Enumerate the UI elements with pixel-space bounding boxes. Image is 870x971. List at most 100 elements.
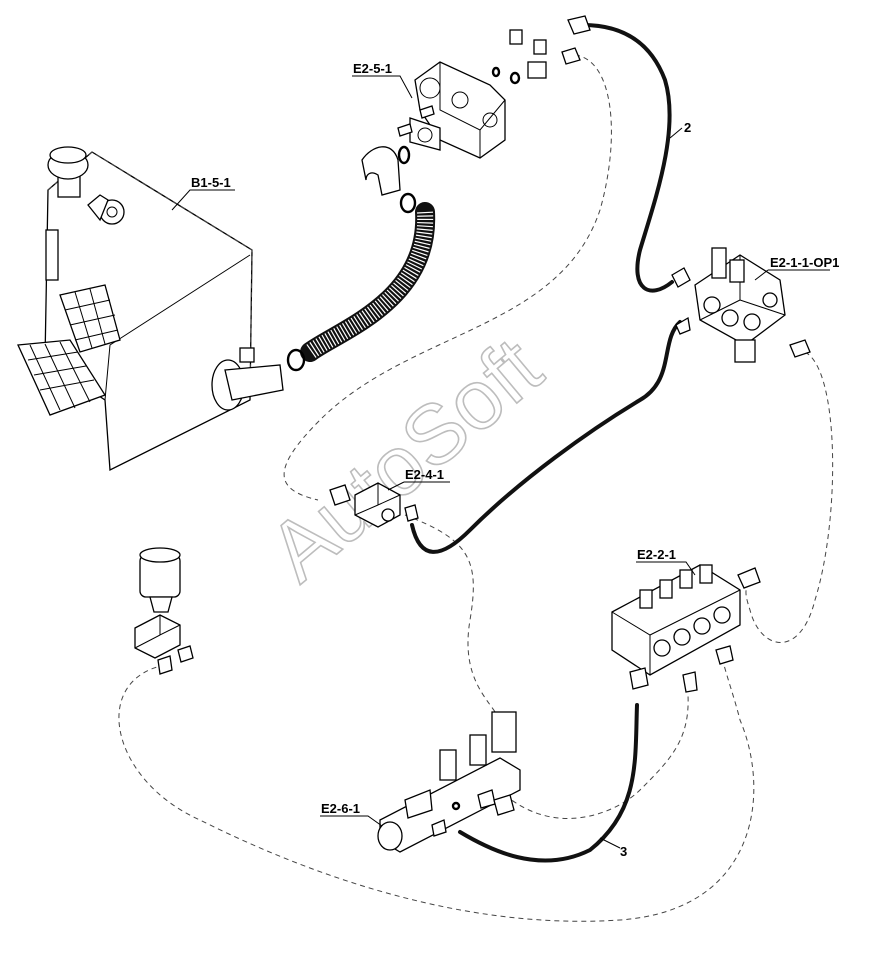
suction-hose-ribs [305, 211, 434, 359]
control-valve-sections [639, 564, 731, 657]
step-lower-grid [27, 341, 95, 411]
manifold-fitting-3 [431, 819, 447, 837]
hoses [300, 23, 682, 863]
small-valve [329, 482, 419, 528]
manifold-riser [439, 749, 457, 781]
main-valve-port-icon-2 [721, 309, 739, 327]
small-valve-fitting [329, 484, 351, 506]
pump-flange [409, 117, 441, 151]
control-valve-cap-2 [659, 579, 673, 599]
control-valve-edges [611, 589, 741, 675]
main-valve-spool [734, 339, 756, 363]
callout-hose-2: 2 [684, 120, 691, 135]
hose-3 [458, 703, 639, 863]
pump-outlet-fitting [527, 61, 547, 79]
step-lower-grating [17, 339, 106, 416]
control-valve-bottom-fitting-2 [682, 671, 698, 693]
main-valve [671, 247, 811, 363]
manifold-valve [491, 711, 517, 753]
dashed-line-loop-bottom [118, 664, 755, 922]
small-valve-fitting-2 [404, 504, 419, 522]
manifold-riser-2 [469, 734, 487, 766]
inlet-o-ring [397, 145, 411, 165]
control-valve-cap [639, 589, 653, 609]
control-valve-port-icon-2 [673, 628, 691, 646]
left-valve-fitting [157, 655, 173, 675]
inlet-elbow [361, 146, 401, 196]
leader-hose-3 [599, 837, 621, 849]
pump-shaft-icon [419, 77, 441, 99]
breather-inner [106, 206, 118, 218]
label-main-valve: E2-1-1-OP1 [770, 255, 839, 270]
callout-hose-3: 3 [620, 844, 627, 859]
leader-manifold [320, 815, 383, 827]
small-valve-port-icon [381, 508, 395, 522]
manifold-bracket [404, 789, 433, 819]
pump-nipple [509, 29, 523, 45]
main-valve-stem-2 [729, 259, 745, 283]
filler-cap-top [49, 146, 87, 164]
label-pump: E2-5-1 [353, 61, 392, 76]
tank [17, 146, 306, 472]
pump-tee [533, 39, 547, 55]
main-valve-port-icon [703, 296, 721, 314]
leader-hose-2 [669, 127, 683, 139]
control-valve-elbow [737, 567, 761, 589]
control-valve [611, 564, 761, 693]
control-valve-port-icon-4 [713, 606, 731, 624]
inlet-o-ring-2 [399, 192, 417, 214]
left-valve-fitting-2 [177, 645, 194, 663]
accumulator-neck [149, 596, 173, 613]
dashed-line-valve-to-e2-2-1 [745, 351, 834, 643]
pump-port-icon-2 [482, 112, 498, 128]
control-valve-cap-4 [699, 564, 713, 584]
pump [361, 15, 591, 214]
hose-2-end [567, 15, 591, 35]
pump-outlet-o-ring [509, 71, 521, 85]
level-gauge-icon [45, 229, 59, 281]
hose-2 [581, 23, 674, 293]
step-upper-grid [64, 288, 119, 349]
leader-tank [171, 189, 235, 211]
main-valve-drain-fitting [789, 339, 811, 358]
pump-flange-port [417, 127, 433, 143]
accumulator-top [139, 547, 181, 563]
main-valve-outlet-fitting [675, 316, 691, 335]
manifold [377, 711, 521, 853]
label-control-valve: E2-2-1 [637, 547, 676, 562]
outlet-fitting [239, 347, 255, 363]
main-valve-port-icon-4 [762, 292, 778, 308]
pump-hose-end [561, 47, 581, 65]
breather-elbow [87, 194, 109, 222]
leader-control-valve [636, 561, 696, 576]
control-valve-side-fitting [715, 645, 734, 665]
tank-edge [104, 254, 251, 401]
pump-port-icon [451, 91, 469, 109]
main-valve-inlet-fitting [671, 267, 691, 288]
dashed-line-pump-to-e2-4-1 [283, 54, 612, 501]
leaders [171, 75, 830, 849]
dashed-line-manifold-to-e2-2-1 [504, 694, 689, 819]
bolt-icon-2 [419, 105, 435, 119]
manifold-end-cap [377, 821, 403, 851]
manifold-o-ring [451, 801, 461, 811]
label-small-valve: E2-4-1 [405, 467, 444, 482]
dashed-lines [118, 54, 834, 922]
accumulator-assembly [134, 547, 194, 675]
step-upper-grating [59, 284, 121, 353]
leader-pump [352, 75, 413, 99]
left-valve-block-edges [134, 615, 181, 649]
bolt-icon [397, 123, 413, 137]
label-tank: B1-5-1 [191, 175, 231, 190]
outlet-o-ring [286, 348, 306, 372]
manifold-fitting-2 [493, 794, 515, 816]
control-valve-port-icon-3 [693, 617, 711, 635]
dashed-line-e2-4-1-to-manifold [404, 514, 501, 721]
control-valve-bottom-fitting [629, 667, 649, 690]
hose-e2-4-1 [410, 320, 682, 554]
outlet-pipe [224, 364, 284, 401]
label-manifold: E2-6-1 [321, 801, 360, 816]
leader-main-valve [754, 269, 830, 281]
control-valve-cap-3 [679, 569, 693, 589]
pump-outlet-o-ring-2 [491, 66, 501, 78]
